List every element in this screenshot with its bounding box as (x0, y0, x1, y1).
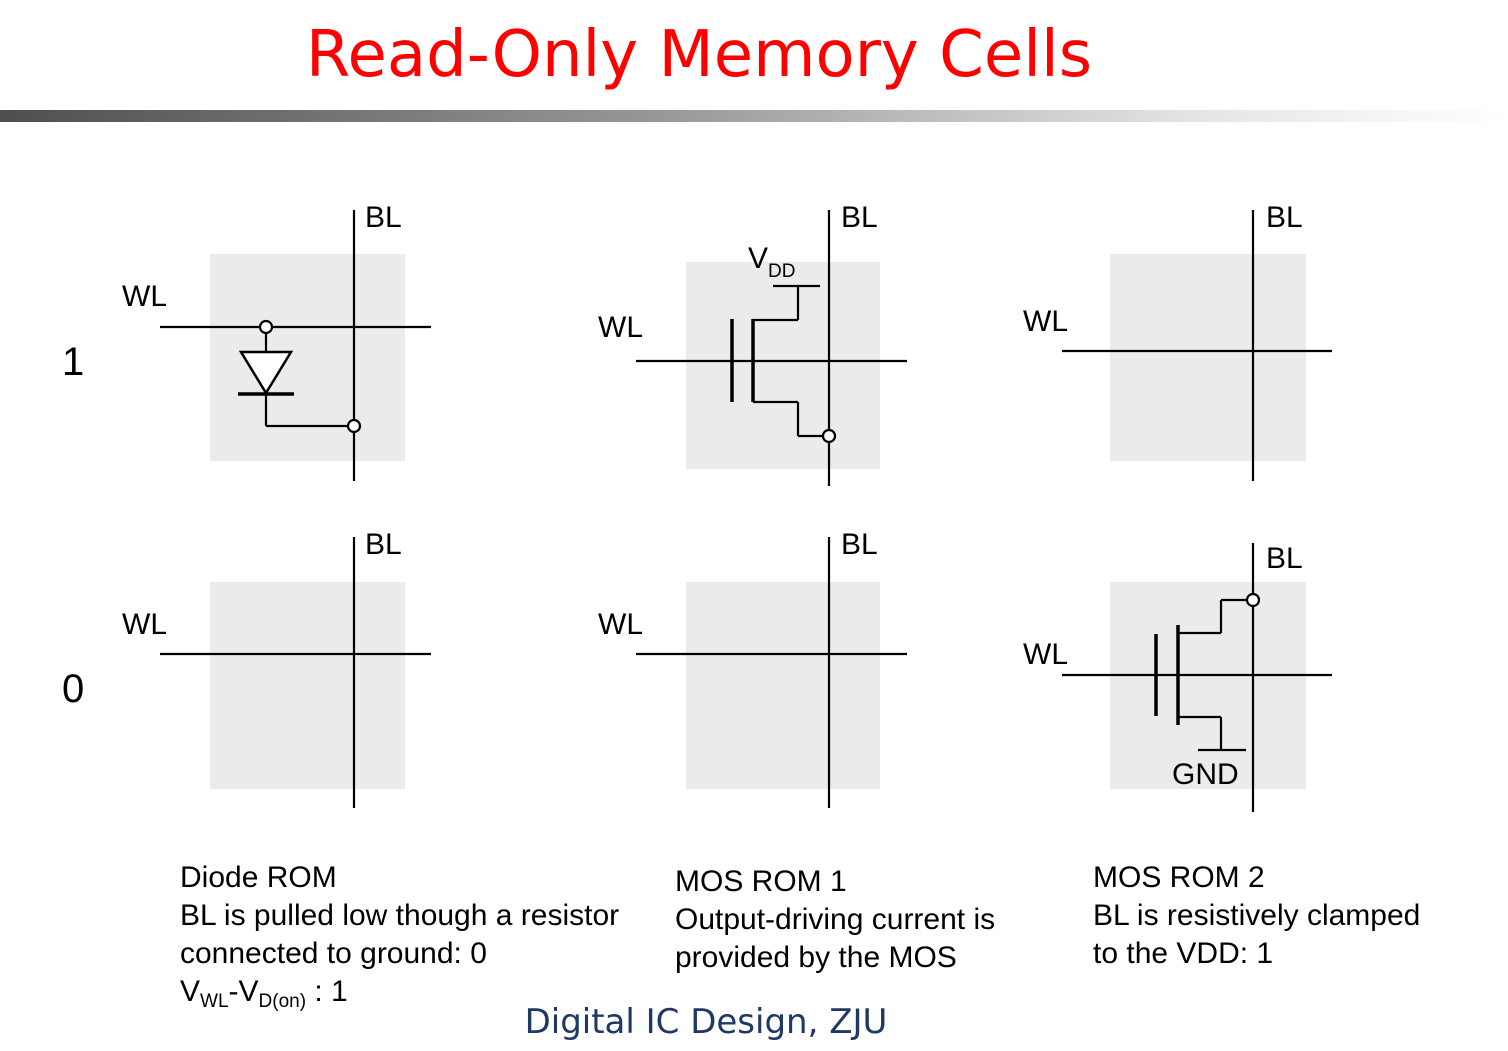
caption-mos-rom-2: MOS ROM 2 BL is resistively clamped to t… (1093, 859, 1420, 973)
diode-icon (238, 327, 354, 428)
caption-mos-rom-1: MOS ROM 1 Output-driving current is prov… (675, 863, 995, 977)
caption-title: MOS ROM 2 (1093, 861, 1265, 894)
node-dot (346, 418, 362, 434)
cell-mos-rom2-1: BL WL (1023, 201, 1332, 481)
bitline-label: BL (365, 528, 402, 561)
row-label-0: 0 (62, 667, 84, 711)
nmos-transistor-icon (1154, 598, 1253, 752)
bitline-label: BL (365, 201, 402, 234)
cell-mos-rom1-0: BL WL (598, 528, 907, 808)
caption-line: Output-driving current is (675, 903, 996, 936)
bitline-label: BL (841, 201, 878, 234)
caption-line: provided by the MOS (675, 941, 957, 974)
caption-title: MOS ROM 1 (675, 865, 847, 898)
node-dot (258, 319, 274, 335)
slide-footer: Digital IC Design, ZJU (524, 1002, 888, 1042)
caption-line: BL is resistively clamped (1093, 899, 1421, 932)
nmos-transistor-icon (730, 284, 829, 438)
wordline-label: WL (122, 608, 167, 641)
node-dot (1245, 592, 1261, 608)
cell-diode-rom-1: BL WL (122, 201, 431, 481)
caption-line: BL is pulled low though a resistor (180, 899, 620, 932)
wordline-label: WL (598, 608, 643, 641)
wordline-label: WL (598, 311, 643, 344)
caption-line: connected to ground: 0 (180, 937, 487, 970)
vdd-label: VDD (748, 242, 795, 282)
slide-title: Read-Only Memory Cells (305, 18, 1093, 92)
bitline-label: BL (1266, 542, 1303, 575)
wordline-label: WL (1023, 638, 1068, 671)
bitline-label: BL (1266, 201, 1303, 234)
title-underline-bar (0, 110, 1508, 122)
cell-diode-rom-0: BL WL (122, 528, 431, 808)
row-label-1: 1 (62, 340, 84, 384)
cell-mos-rom2-0: BL WL GND (1023, 542, 1332, 812)
node-dot (821, 428, 837, 444)
bitline-label: BL (841, 528, 878, 561)
wordline-label: WL (1023, 305, 1068, 338)
cell-mos-rom1-1: BL WL VDD (598, 201, 907, 486)
caption-title: Diode ROM (180, 861, 337, 894)
wordline-label: WL (122, 280, 167, 313)
caption-diode-rom: Diode ROM BL is pulled low though a resi… (180, 859, 619, 1021)
gnd-label: GND (1172, 758, 1239, 791)
caption-line: to the VDD: 1 (1093, 937, 1274, 970)
caption-formula: VWL-VD(on) : 1 (180, 975, 348, 1012)
